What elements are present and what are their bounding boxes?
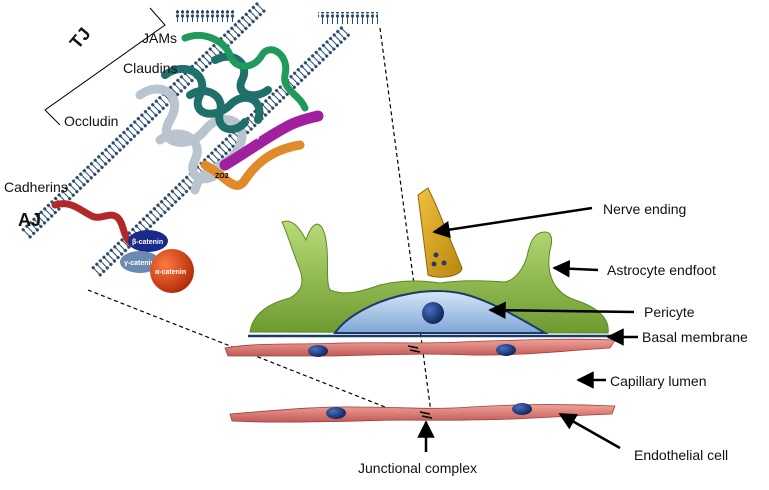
endothelial-arrow — [558, 412, 621, 450]
zo2-label: ZO2 — [215, 173, 229, 180]
astrocyte-endfoot — [249, 220, 609, 334]
astrocyte-arrow — [552, 259, 599, 278]
endothelial-cell-label: Endothelial cell — [634, 447, 728, 463]
occludin-label: Occludin — [64, 113, 118, 129]
tj-label: TJ — [66, 24, 95, 53]
alpha-catenin-label: α-catenin — [155, 269, 186, 276]
endothelial-cell-upper — [224, 338, 616, 357]
beta-catenin-label: β-catenin — [132, 239, 163, 246]
jams-label: JAMs — [142, 30, 177, 46]
junction-mark-upper — [407, 345, 421, 353]
vesicle-3 — [431, 261, 437, 267]
membrane-top-left — [175, 10, 235, 22]
membrane-upper — [20, 0, 268, 241]
nerve-ending-label: Nerve ending — [603, 201, 686, 217]
zo1-label: ZO1 — [253, 125, 264, 140]
capillary-lumen-label: Capillary lumen — [610, 373, 706, 389]
beta-catenin — [128, 230, 168, 252]
endothelial-nucleus-2 — [496, 344, 516, 356]
tj-bracket — [44, 7, 166, 126]
nerve-ending — [417, 187, 463, 278]
astrocyte-endfoot-label: Astrocyte endfoot — [607, 262, 716, 278]
pericyte-nucleus — [422, 302, 444, 324]
endothelial-nucleus-3 — [326, 407, 346, 419]
endothelial-nucleus-1 — [308, 345, 328, 357]
junction-mark-lower — [419, 411, 433, 419]
alpha-catenin — [150, 249, 194, 293]
zo2-protein — [200, 140, 305, 190]
membrane-top-right — [318, 12, 378, 24]
jam-protein — [181, 31, 309, 112]
zo1-protein — [219, 110, 324, 171]
endothelial-cell-lower — [229, 404, 616, 423]
cadherin-protein — [51, 200, 139, 249]
junctional-complex-label: Junctional complex — [358, 460, 477, 476]
vesicle-1 — [433, 252, 439, 258]
basal-membrane-label: Basal membrane — [642, 329, 748, 345]
claudins-label: Claudins — [123, 60, 177, 76]
gamma-catenin — [120, 251, 160, 273]
aj-label: AJ — [18, 210, 41, 230]
vesicle-2 — [441, 260, 447, 266]
gamma-catenin-label: γ-catenin — [124, 260, 155, 267]
endothelial-nucleus-4 — [512, 403, 532, 415]
pericyte-arrow — [488, 301, 635, 319]
pericyte-label: Pericyte — [644, 304, 695, 320]
cadherins-label: Cadherins — [4, 179, 68, 195]
nerve-ending-arrow — [432, 206, 593, 239]
